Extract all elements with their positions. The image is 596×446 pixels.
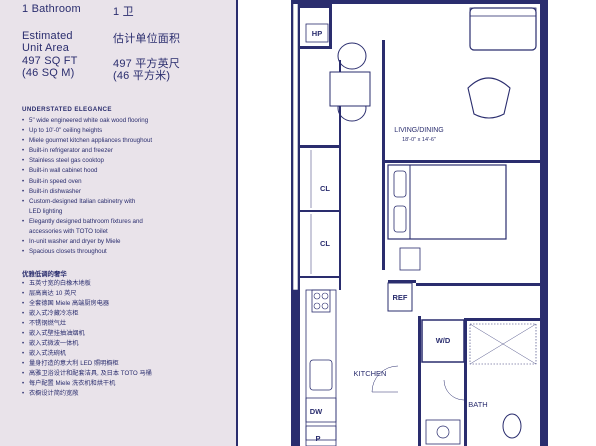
hp-unit xyxy=(305,23,329,43)
living-dining-dimensions: 18'-0" x 14'-6" xyxy=(402,137,436,143)
closet-bottom xyxy=(300,276,339,278)
feature-item-cn: 嵌入式冷藏冷冻柜 xyxy=(22,309,152,319)
feature-item-en: Built-in wall cabinet hood xyxy=(22,166,152,176)
vanity-basin xyxy=(436,425,450,439)
toilet xyxy=(502,413,522,439)
area-sqft-cn: 497 平方英尺 xyxy=(113,58,181,70)
door-swing-bath xyxy=(443,379,465,401)
area-sqft-en: 497 SQ FT xyxy=(22,55,78,67)
feature-item-cn: 不锈钢燃气灶 xyxy=(22,319,152,329)
bathroom-count-cn: 1 卫 xyxy=(113,6,134,18)
closet-2-label: CL xyxy=(320,239,330,248)
p-box xyxy=(305,425,337,446)
wd-wall xyxy=(418,316,421,446)
feature-item-en: Built-in refrigerator and freezer xyxy=(22,146,152,156)
hp-closet-wall xyxy=(300,4,332,8)
window-strip xyxy=(292,0,299,291)
sofa-back xyxy=(469,7,537,17)
bath-wall-top xyxy=(464,318,540,321)
ref-box xyxy=(387,282,413,312)
bath-wall-left xyxy=(464,318,467,446)
ref-wall xyxy=(388,280,416,283)
feature-item-cn: 量身打造的意大利 LED 照明橱柜 xyxy=(22,359,152,369)
exterior-wall-top xyxy=(291,0,548,4)
area-sqm-en: (46 SQ M) xyxy=(22,67,75,79)
vanity xyxy=(425,419,461,445)
feature-item-cn: 五英寸宽的白橡木地板 xyxy=(22,279,152,289)
unit-info-panel: 1 Bathroom 1 卫 Estimated Unit Area 497 S… xyxy=(0,0,236,446)
features-list-en: 5" wide engineered white oak wood floori… xyxy=(22,116,152,257)
bath-label: BATH xyxy=(468,400,487,409)
feature-item-cn: 全套德国 Miele 高端厨房电器 xyxy=(22,299,152,309)
p-label: P xyxy=(315,434,320,443)
ref-label: REF xyxy=(393,293,408,302)
area-sqm-cn: (46 平方米) xyxy=(113,70,171,82)
wall-segment xyxy=(382,40,385,270)
area-label-en-line2: Unit Area xyxy=(22,42,70,54)
dw-box xyxy=(305,397,337,423)
feature-item-en: In-unit washer and dryer by Miele xyxy=(22,237,152,247)
living-dining-label: LIVING/DINING xyxy=(394,127,443,134)
feature-item-cn: 高雅卫浴设计和配套洁具, 及日本 TOTO 马桶 xyxy=(22,369,152,379)
feature-item-cn: 嵌入式壁挂抽油烟机 xyxy=(22,329,152,339)
feature-item-cn: 层高高达 10 英尺 xyxy=(22,289,152,299)
area-label-cn: 估计单位面积 xyxy=(113,33,181,45)
feature-item-cn: 每户配置 Miele 洗衣机和烘干机 xyxy=(22,379,152,389)
features-heading-cn: 优雅低调的奢华 xyxy=(22,271,67,278)
feature-item-en: Miele gourmet kitchen appliances through… xyxy=(22,136,152,146)
hp-closet-side xyxy=(329,4,332,48)
feature-item-en: Elegantly designed bathroom fixtures and xyxy=(22,217,152,227)
panel-divider xyxy=(236,0,238,446)
burner-4 xyxy=(321,302,329,310)
feature-item-en: Built-in speed oven xyxy=(22,177,152,187)
bed-headboard xyxy=(387,164,411,240)
closet-1-label: CL xyxy=(320,184,330,193)
feature-item-en: Custom-designed Italian cabinetry with xyxy=(22,197,152,207)
feature-item-en: Spacious closets throughout xyxy=(22,247,152,257)
dining-table xyxy=(329,71,371,107)
feature-item-cn: 衣橱设计简约宽敞 xyxy=(22,389,152,399)
burner-1 xyxy=(313,292,321,300)
pillow-1 xyxy=(393,170,407,198)
kitchen-partition xyxy=(339,60,341,290)
nightstand xyxy=(399,247,421,271)
door-swing-kitchen xyxy=(371,365,399,393)
wd-label: W/D xyxy=(436,336,451,345)
kitchen-counter xyxy=(305,289,337,441)
bed-wall xyxy=(382,160,540,163)
area-label-en-line1: Estimated xyxy=(22,30,73,42)
lounge-chair-1 xyxy=(337,42,367,70)
hp-closet-bottom xyxy=(300,46,332,49)
kitchen-to-bath-wall xyxy=(416,283,540,286)
burner-3 xyxy=(313,302,321,310)
feature-item-cn: 嵌入式洗碗机 xyxy=(22,349,152,359)
pillow-2 xyxy=(393,205,407,233)
feature-item-en-continued: LED lighting xyxy=(29,207,63,215)
sink xyxy=(309,359,333,391)
hp-label: HP xyxy=(312,29,322,38)
cooktop xyxy=(311,289,331,313)
features-heading-en: UNDERSTATED ELEGANCE xyxy=(22,106,112,113)
dw-label: DW xyxy=(310,407,323,416)
exterior-wall-right xyxy=(540,0,548,446)
armchair xyxy=(467,77,511,119)
feature-item-cn: 嵌入式微波一体机 xyxy=(22,339,152,349)
features-list-cn: 五英寸宽的白橡木地板 层高高达 10 英尺 全套德国 Miele 高端厨房电器 … xyxy=(22,279,152,399)
shower-diag-2 xyxy=(469,323,537,365)
shower xyxy=(469,323,537,365)
feature-item-en: 5" wide engineered white oak wood floori… xyxy=(22,116,152,126)
kitchen-label: KITCHEN xyxy=(354,369,387,378)
feature-item-en: Built-in dishwasher xyxy=(22,187,152,197)
closet-partition xyxy=(300,145,339,148)
bathroom-count-en: 1 Bathroom xyxy=(22,3,81,15)
burner-2 xyxy=(321,292,329,300)
feature-item-en: Stainless steel gas cooktop xyxy=(22,156,152,166)
closet-divider xyxy=(300,210,339,212)
feature-item-en-continued: accessories with TOTO toilet xyxy=(29,228,108,236)
sofa xyxy=(469,7,537,51)
feature-item-en: Up to 10'-0" ceiling heights xyxy=(22,126,152,136)
